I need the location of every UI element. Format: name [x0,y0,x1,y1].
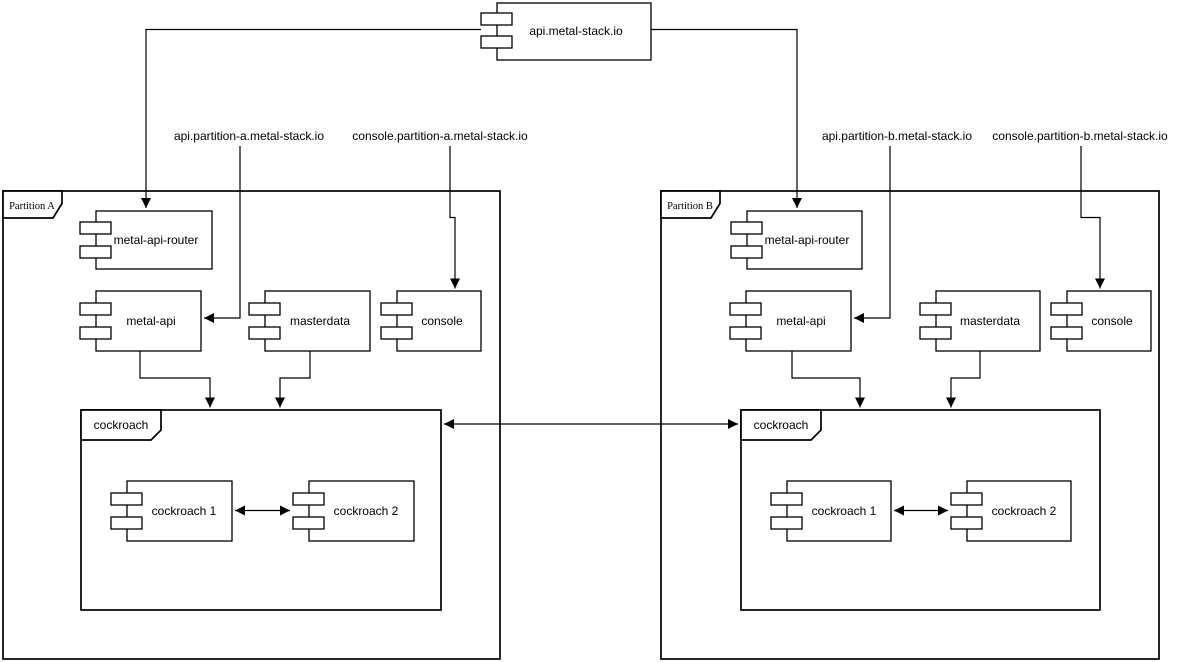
cockroach-package-a-label: cockroach [94,418,149,432]
cockroach-package-a: cockroach [80,409,442,611]
component-metal-api-b-label: metal-api [776,314,825,328]
partition-a-tab [2,190,63,219]
component-port-icon [248,302,281,316]
component-port-icon [919,302,952,316]
edge-root-to-router-a [141,28,481,208]
component-masterdata-b-box [935,290,1041,352]
component-cockroach1-a: cockroach 1 [110,480,233,542]
component-console-b-label: console [1091,314,1133,328]
component-port-icon [950,516,983,530]
component-port-icon [729,302,762,316]
dns-label-api-partition-a: api.partition-a.metal-stack.io [174,129,324,143]
component-port-icon [292,516,325,530]
edge-root-to-router-b [651,28,802,208]
cockroach-package-b-frame [740,409,1101,611]
edge-dns-api-b-to-metal-api-b [854,146,891,323]
component-port-icon [292,492,325,506]
component-port-icon [950,492,983,506]
dns-labels: api.partition-a.metal-stack.io console.p… [174,129,1168,143]
cockroach-package-b-tab [740,409,822,441]
component-port-icon [770,492,803,506]
connectors [139,28,1105,516]
component-metal-api-router-a-box [95,210,213,270]
component-port-icon [79,326,112,340]
component-root-api: api.metal-stack.io [480,2,652,61]
component-cockroach2-b-box [966,480,1072,542]
component-cockroach2-a-box [308,480,415,542]
component-port-icon [480,35,513,49]
component-masterdata-a-label: masterdata [290,314,350,328]
component-metal-api-router-a-label: metal-api-router [114,233,199,247]
edge-metal-api-b-to-cockroach-b [791,351,865,408]
component-port-icon [919,326,952,340]
component-cockroach1-a-box [126,480,233,542]
component-console-a: console [380,290,482,352]
dns-label-console-partition-a: console.partition-a.metal-stack.io [352,129,528,143]
cockroach-package-b-label: cockroach [754,418,809,432]
partition-a: Partition A [2,190,501,660]
component-port-icon [480,12,513,26]
component-cockroach1-b: cockroach 1 [770,480,892,542]
edge-masterdata-b-to-cockroach-b [946,351,981,408]
component-console-a-box [396,290,482,352]
component-metal-api-a-label: metal-api [126,314,175,328]
dns-label-console-partition-b: console.partition-b.metal-stack.io [992,129,1168,143]
component-metal-api-router-a: metal-api-router [79,210,213,270]
component-masterdata-a-box [264,290,371,352]
component-console-b: console [1050,290,1152,352]
component-port-icon [1050,302,1083,316]
component-port-icon [770,516,803,530]
cockroach-package-b: cockroach [740,409,1101,611]
component-port-icon [730,245,763,259]
partition-b: Partition B [660,190,1160,660]
component-metal-api-router-b: metal-api-router [730,210,863,270]
component-cockroach1-b-label: cockroach 1 [812,504,877,518]
component-masterdata-a: masterdata [248,290,371,352]
edge-dns-console-a-to-console-a [449,146,460,289]
component-console-a-label: console [421,314,463,328]
edge-metal-api-a-to-cockroach-a [139,351,215,408]
component-masterdata-b-label: masterdata [960,314,1020,328]
cockroach-package-a-frame [80,409,442,611]
component-masterdata-b: masterdata [919,290,1041,352]
component-port-icon [1050,326,1083,340]
cockroach-package-a-tab [80,409,162,441]
component-port-icon [730,221,763,235]
component-port-icon [79,245,112,259]
partition-a-label: Partition A [9,201,55,212]
component-metal-api-b: metal-api [729,290,852,352]
component-console-b-box [1066,290,1152,352]
partition-a-frame [2,190,501,660]
component-metal-api-a: metal-api [79,290,202,352]
component-cockroach2-a-label: cockroach 2 [334,504,399,518]
edge-dns-api-a-to-metal-api-a [204,146,241,323]
partition-b-tab [660,190,721,219]
dns-label-api-partition-b: api.partition-b.metal-stack.io [822,129,972,143]
edge-dns-console-b-to-console-b [1080,146,1105,289]
component-metal-api-b-box [745,290,852,352]
component-port-icon [110,492,143,506]
component-metal-api-router-b-label: metal-api-router [765,233,850,247]
component-cockroach1-a-label: cockroach 1 [152,504,217,518]
partition-b-frame [660,190,1160,660]
component-port-icon [248,326,281,340]
partition-b-label: Partition B [667,201,713,212]
component-cockroach2-b: cockroach 2 [950,480,1072,542]
component-port-icon [380,302,413,316]
component-cockroach1-b-box [786,480,892,542]
component-root-api-box [496,2,652,61]
edge-masterdata-a-to-cockroach-a [275,351,311,408]
component-metal-api-router-b-box [746,210,863,270]
component-port-icon [79,221,112,235]
component-root-api-label: api.metal-stack.io [529,24,623,38]
component-port-icon [380,326,413,340]
component-port-icon [110,516,143,530]
component-cockroach2-b-label: cockroach 2 [992,504,1057,518]
component-port-icon [729,326,762,340]
component-metal-api-a-box [95,290,202,352]
component-port-icon [79,302,112,316]
component-cockroach2-a: cockroach 2 [292,480,415,542]
